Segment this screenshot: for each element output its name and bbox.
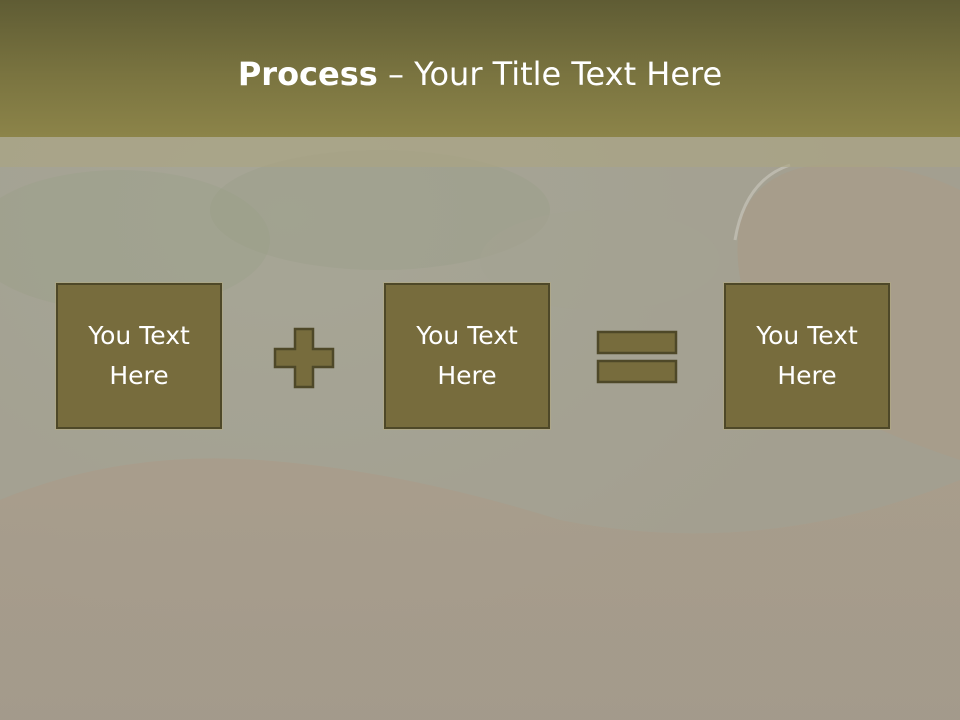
equals-icon <box>596 330 678 384</box>
process-box-1-text: You Text Here <box>88 321 190 390</box>
title-bar <box>0 0 960 137</box>
process-box-1[interactable]: You Text Here <box>56 283 222 429</box>
title-rest: – Your Title Text Here <box>377 55 723 93</box>
plus-icon <box>273 327 335 389</box>
process-box-2-text: You Text Here <box>416 321 518 390</box>
process-box-3-text: You Text Here <box>756 321 858 390</box>
slide-title: Process – Your Title Text Here <box>0 52 960 96</box>
title-bold: Process <box>237 55 378 93</box>
title-strip <box>0 137 960 167</box>
process-box-3[interactable]: You Text Here <box>724 283 890 429</box>
process-box-2[interactable]: You Text Here <box>384 283 550 429</box>
